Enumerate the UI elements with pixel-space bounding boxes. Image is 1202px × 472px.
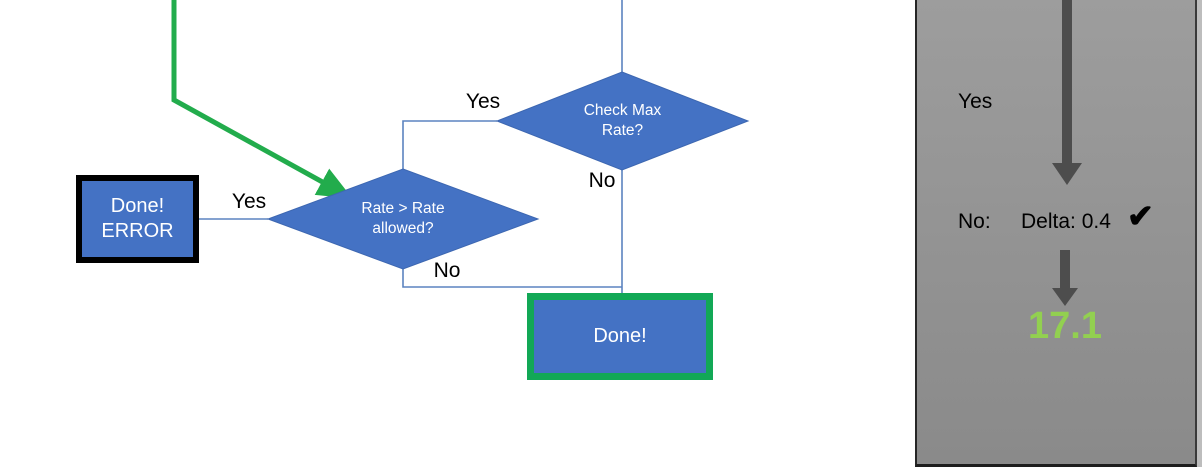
- rate-yes-label: Yes: [231, 190, 267, 213]
- summary-panel: Yes No: Delta: 0.4 ✔ 17.1: [915, 0, 1197, 467]
- decision-check-max-rate-shape: [495, 71, 750, 171]
- connector-rate-no: [402, 269, 622, 288]
- done-error-line1: Done!: [110, 195, 165, 217]
- decision-rate-allowed-shape: [266, 168, 540, 270]
- checkmax-no-label: No: [588, 169, 616, 192]
- panel-result-row: No: Delta: 0.4 ✔: [917, 198, 1195, 241]
- panel-right-edge: [1197, 0, 1202, 467]
- checkmax-yes-label: Yes: [465, 90, 501, 113]
- down-arrow-small-icon: [1050, 250, 1080, 306]
- panel-delta-value: Delta: 0.4: [1021, 210, 1111, 233]
- panel-yes-label: Yes: [958, 90, 993, 113]
- panel-no-label: No:: [958, 210, 991, 233]
- down-arrow-icon: [1052, 0, 1082, 185]
- panel-result-value: 17.1: [1028, 305, 1102, 347]
- done-box-label: Done!: [593, 325, 647, 347]
- checkmark-icon: ✔: [1127, 198, 1154, 234]
- connector-checkmax-yes: [402, 120, 497, 169]
- green-path-arrow: [171, 0, 353, 199]
- done-error-box: Done! ERROR: [76, 175, 199, 263]
- done-box: Done!: [527, 293, 713, 380]
- done-error-line2: ERROR: [101, 220, 174, 242]
- flowchart-graphics: [171, 0, 750, 293]
- rate-no-label: No: [433, 259, 461, 282]
